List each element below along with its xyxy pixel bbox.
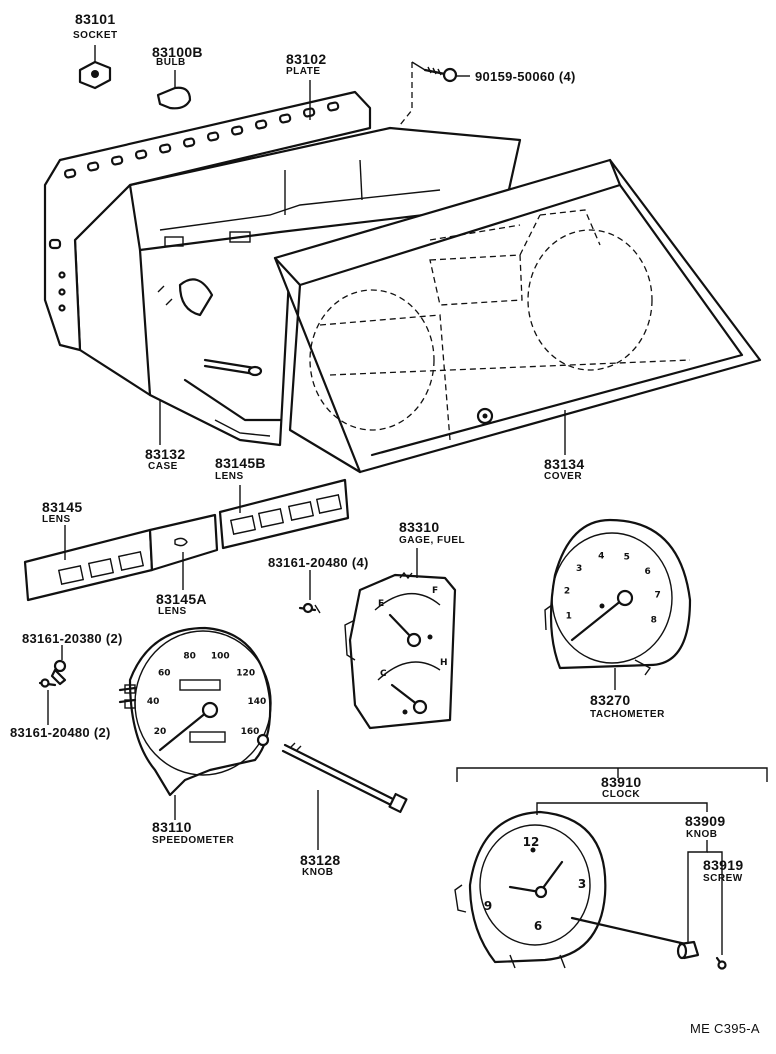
clock-screw-name: SCREW — [703, 873, 743, 884]
speedo-mark-60: 60 — [158, 669, 171, 679]
tach-mark-5: 5 — [624, 552, 630, 562]
clock-screw-number: 83919 — [703, 857, 744, 873]
plate-number: 83102 — [286, 51, 327, 67]
lens-name: LENS — [42, 514, 71, 525]
cover-screw-number: 90159-50060 (4) — [475, 69, 576, 84]
tach-mark-1: 1 — [566, 612, 572, 622]
clock-mark-6: 6 — [534, 919, 542, 933]
fuel-full-mark: F — [432, 586, 438, 596]
tach-mark-4: 4 — [598, 551, 604, 561]
bulb-part — [156, 86, 192, 110]
case-name: CASE — [148, 461, 178, 472]
speedo-screw-a-part — [50, 659, 67, 686]
tach-mark-6: 6 — [644, 567, 650, 577]
fuel-gage-number: 83310 — [399, 519, 440, 535]
plate-part — [43, 90, 372, 352]
temp-hot-mark: H — [440, 658, 448, 668]
knob-part — [281, 742, 408, 814]
clock-name: CLOCK — [602, 789, 641, 800]
speedo-screw-b-part — [38, 678, 57, 688]
figure-code: ME C395-A — [690, 1021, 760, 1036]
clock-number: 83910 — [601, 774, 642, 790]
lens-b-number: 83145B — [215, 455, 266, 471]
speedo-mark-140: 140 — [248, 697, 267, 707]
cover-name: COVER — [544, 471, 583, 482]
tach-mark-8: 8 — [651, 615, 657, 625]
lens-number: 83145 — [42, 499, 83, 515]
tachometer-part: 1 2 3 4 5 6 7 8 — [544, 518, 692, 676]
tach-mark-2: 2 — [564, 586, 570, 596]
fuel-gage-name: GAGE, FUEL — [399, 535, 466, 546]
clock-mark-9: 9 — [484, 899, 492, 913]
gage-screw-number: 83161-20480 (4) — [268, 555, 369, 570]
lens-83145a-part — [148, 513, 219, 572]
plate-name: PLATE — [286, 66, 321, 77]
lens-83145b-part — [218, 478, 350, 550]
lens-a-name: LENS — [158, 606, 187, 617]
clock-part: 12 3 6 9 — [454, 810, 692, 969]
clock-mark-12: 12 — [523, 835, 540, 849]
socket-part — [78, 60, 112, 90]
bulb-number: 83100B — [152, 44, 203, 60]
clock-mark-3: 3 — [578, 877, 586, 891]
lens-b-name: LENS — [215, 471, 244, 482]
gage-screw-part — [298, 602, 321, 614]
tach-mark-7: 7 — [654, 590, 660, 600]
fuel-empty-mark: E — [378, 599, 384, 609]
speedo-mark-20: 20 — [154, 727, 167, 737]
speedometer-name: SPEEDOMETER — [152, 835, 235, 846]
lens-a-number: 83145A — [156, 591, 207, 607]
case-part — [73, 126, 522, 447]
cover-number: 83134 — [544, 456, 585, 472]
leader-lines — [47, 45, 768, 955]
speedo-mark-100: 100 — [211, 651, 230, 661]
case-number: 83132 — [145, 446, 186, 462]
clock-knob-part — [676, 940, 700, 960]
speedometer-number: 83110 — [152, 819, 192, 835]
bulb-name: BULB — [156, 57, 186, 68]
tachometer-name: TACHOMETER — [590, 709, 665, 720]
clock-knob-name: KNOB — [686, 829, 718, 840]
speedo-mark-120: 120 — [236, 669, 255, 679]
speedo-mark-160: 160 — [241, 727, 260, 737]
clock-screw-part — [715, 956, 727, 970]
speedo-screw-b-number: 83161-20480 (2) — [10, 725, 111, 740]
tachometer-number: 83270 — [590, 692, 631, 708]
lens-83145-part — [23, 528, 154, 602]
speedometer-part: 20 40 60 80 100 120 140 160 — [118, 626, 272, 797]
knob-name: KNOB — [302, 867, 334, 878]
socket-number: 83101 — [75, 11, 116, 27]
clock-knob-number: 83909 — [685, 813, 726, 829]
temp-cold-mark: C — [380, 669, 387, 679]
tach-mark-3: 3 — [576, 564, 582, 574]
cover-part — [273, 158, 762, 474]
speedo-mark-40: 40 — [147, 697, 160, 707]
fuel-gage-part: E F C H — [344, 571, 457, 730]
speedo-screw-a-number: 83161-20380 (2) — [22, 631, 123, 646]
speedo-mark-80: 80 — [183, 651, 196, 661]
cover-screw-part — [399, 61, 470, 126]
knob-number: 83128 — [300, 852, 341, 868]
socket-name: SOCKET — [73, 30, 118, 41]
